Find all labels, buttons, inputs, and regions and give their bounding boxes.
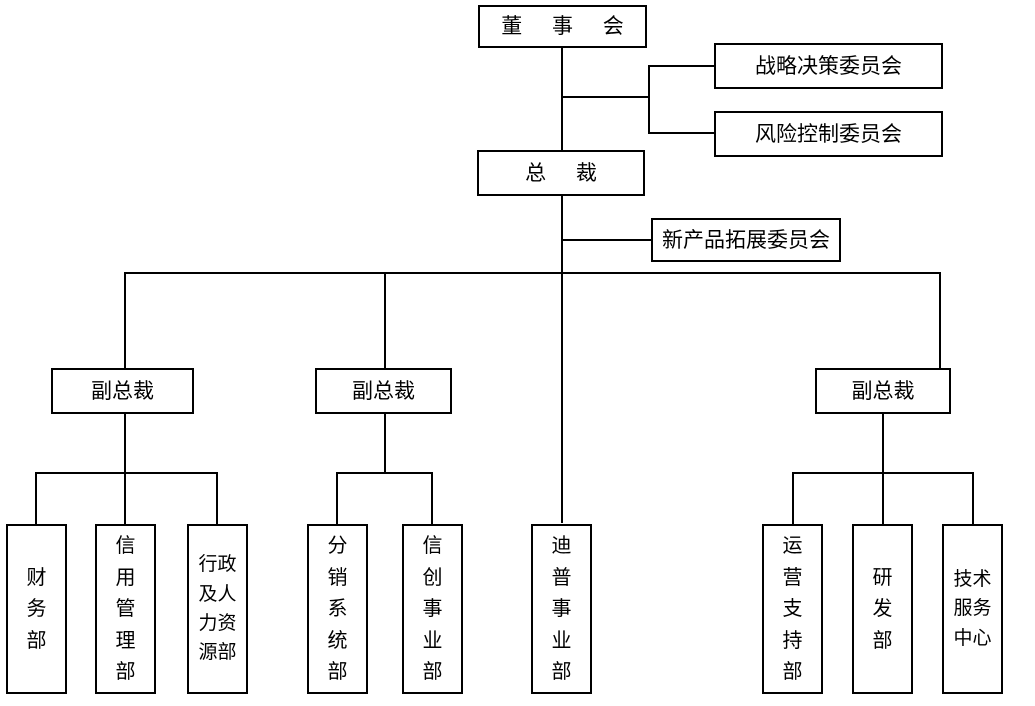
node-vp-left[interactable]: 副总裁: [51, 368, 194, 414]
node-dept-operations[interactable]: 运 营 支 持 部: [762, 524, 823, 694]
connector-bus-to-vp-left: [124, 272, 126, 368]
node-vp-mid-label: 副总裁: [352, 378, 415, 403]
connector-vp-mid-bus: [336, 472, 433, 474]
connector-to-tech-service: [972, 472, 974, 525]
node-board-label: 董 事 会: [501, 14, 636, 38]
connector-to-admin-hr: [216, 472, 218, 525]
node-newproduct-committee-label: 新产品拓展委员会: [662, 227, 830, 252]
connector-vp-left-bus: [35, 472, 218, 474]
connector-to-distribution: [336, 472, 338, 525]
node-risk-committee[interactable]: 风险控制委员会: [714, 111, 943, 157]
node-dept-admin-hr[interactable]: 行政 及人 力资 源部: [187, 524, 248, 694]
node-dept-operations-label: 运 营 支 持 部: [782, 533, 803, 684]
connector-to-newproduct-committee: [561, 239, 653, 241]
connector-vp-right-drop: [882, 414, 884, 473]
node-vp-right[interactable]: 副总裁: [815, 368, 951, 414]
node-strategy-committee-label: 战略决策委员会: [755, 53, 902, 78]
connector-to-operations: [792, 472, 794, 525]
connector-president-spine: [561, 196, 563, 523]
node-newproduct-committee[interactable]: 新产品拓展委员会: [651, 218, 841, 262]
connector-board-to-president: [561, 48, 563, 150]
connector-to-xinchuang: [431, 472, 433, 525]
node-dept-xinchuang-label: 信 创 事 业 部: [422, 533, 443, 684]
connector-to-risk-committee: [648, 132, 716, 134]
node-vp-mid[interactable]: 副总裁: [315, 368, 452, 414]
connector-vp-bus: [124, 272, 941, 274]
node-dept-rnd[interactable]: 研 发 部: [852, 524, 913, 694]
connector-board-to-committees: [561, 96, 650, 98]
connector-to-finance: [35, 472, 37, 525]
node-dept-dipu-label: 迪 普 事 业 部: [551, 533, 572, 684]
node-dept-admin-hr-label: 行政 及人 力资 源部: [198, 553, 237, 664]
node-dept-finance-label: 财 务 部: [26, 564, 47, 652]
connector-to-rnd: [882, 472, 884, 525]
node-dept-finance[interactable]: 财 务 部: [6, 524, 67, 694]
connector-to-strategy-committee: [648, 65, 716, 67]
node-risk-committee-label: 风险控制委员会: [755, 121, 902, 146]
connector-bus-to-vp-right: [939, 272, 941, 368]
node-dept-distribution-label: 分 销 系 统 部: [327, 533, 348, 684]
node-board[interactable]: 董 事 会: [478, 5, 647, 48]
node-dept-dipu[interactable]: 迪 普 事 业 部: [531, 524, 592, 694]
node-dept-tech-service-label: 技术 服务 中心: [953, 567, 992, 649]
connector-bus-to-vp-mid: [384, 272, 386, 368]
connector-vp-mid-drop: [384, 414, 386, 473]
connector-vp-left-drop: [124, 414, 126, 473]
node-strategy-committee[interactable]: 战略决策委员会: [714, 43, 943, 89]
node-president[interactable]: 总 裁: [477, 150, 645, 196]
node-dept-credit[interactable]: 信 用 管 理 部: [95, 524, 156, 694]
node-dept-credit-label: 信 用 管 理 部: [115, 533, 136, 684]
connector-to-credit: [124, 472, 126, 525]
node-president-label: 总 裁: [525, 160, 609, 185]
connector-committee-riser: [648, 65, 650, 134]
node-vp-left-label: 副总裁: [91, 378, 154, 403]
node-dept-tech-service[interactable]: 技术 服务 中心: [942, 524, 1003, 694]
node-vp-right-label: 副总裁: [851, 378, 915, 403]
node-dept-distribution[interactable]: 分 销 系 统 部: [307, 524, 368, 694]
node-dept-xinchuang[interactable]: 信 创 事 业 部: [402, 524, 463, 694]
node-dept-rnd-label: 研 发 部: [872, 564, 893, 652]
